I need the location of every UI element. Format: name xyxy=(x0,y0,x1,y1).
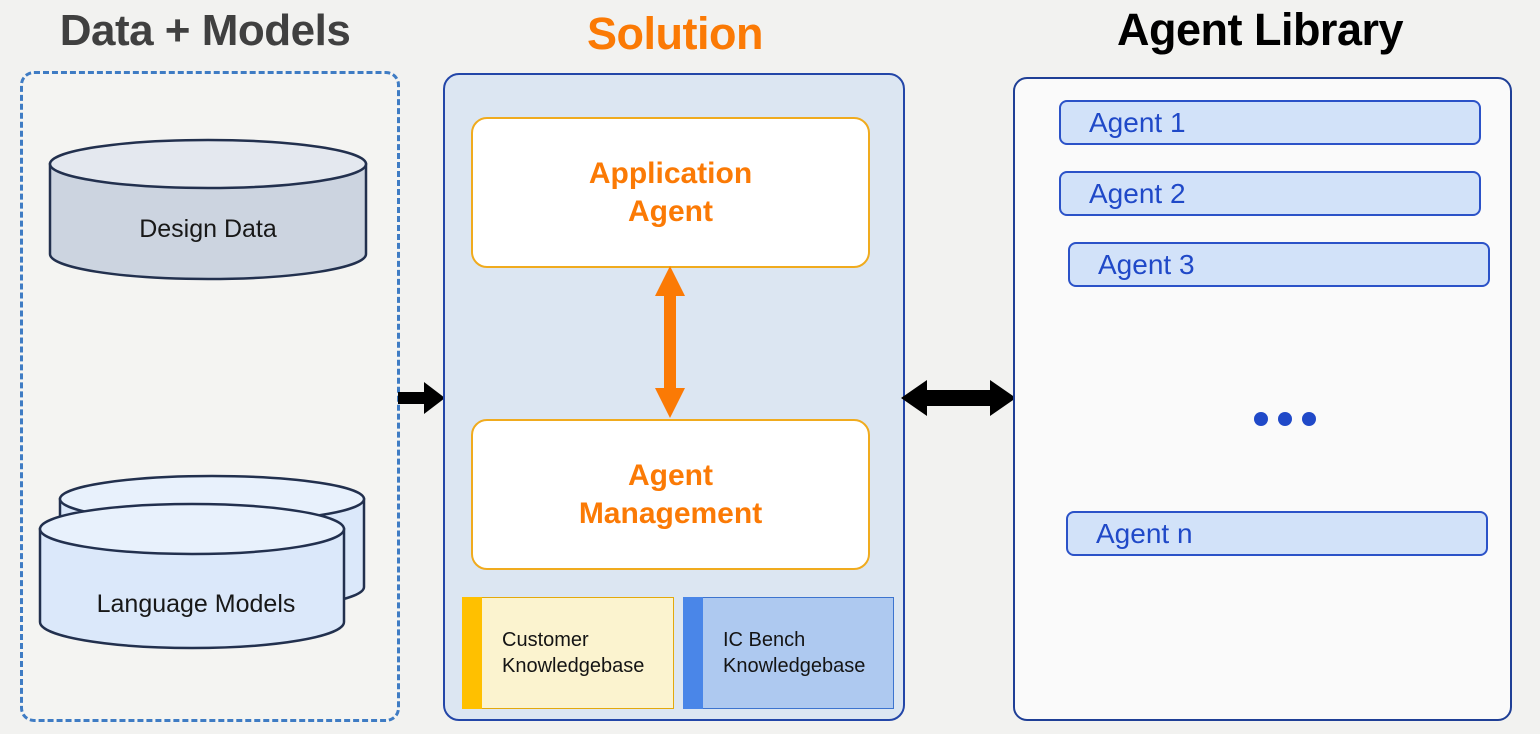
ic-bench-knowledgebase-tile[interactable]: IC Bench Knowledgebase xyxy=(683,597,894,709)
customer-knowledgebase-accent-bar xyxy=(462,597,482,709)
application-agent-label-line2: Agent xyxy=(628,194,713,228)
agent-list-item-n-label: Agent n xyxy=(1096,517,1193,549)
ic-bench-knowledgebase-accent-bar xyxy=(683,597,703,709)
agent-list-item-2-label: Agent 2 xyxy=(1089,177,1186,209)
application-agent-box[interactable]: Application Agent xyxy=(471,117,870,268)
ellipsis-dot-2 xyxy=(1278,412,1292,426)
ic-bench-knowledgebase-body: IC Bench Knowledgebase xyxy=(703,597,894,709)
agent-list-item-n[interactable]: Agent n xyxy=(1066,511,1488,556)
ic-bench-knowledgebase-label: IC Bench Knowledgebase xyxy=(723,627,865,679)
agent-list-item-1[interactable]: Agent 1 xyxy=(1059,100,1481,145)
ic-bench-knowledgebase-label-line2: Knowledgebase xyxy=(723,655,866,677)
agent-list-item-3[interactable]: Agent 3 xyxy=(1068,242,1490,287)
bidirectional-arrow-horizontal-icon xyxy=(901,375,1016,421)
ic-bench-knowledgebase-label-line1: IC Bench xyxy=(723,629,806,651)
agent-list-item-2[interactable]: Agent 2 xyxy=(1059,171,1481,216)
customer-knowledgebase-tile[interactable]: Customer Knowledgebase xyxy=(462,597,674,709)
agent-management-label-line2: Management xyxy=(578,496,763,530)
agent-list-item-3-label: Agent 3 xyxy=(1098,248,1195,280)
column-title-agent-library: Agent Library xyxy=(1116,4,1404,55)
customer-knowledgebase-label: Customer Knowledgebase xyxy=(502,627,644,679)
ellipsis-dot-1 xyxy=(1254,412,1268,426)
agent-list-ellipsis-icon xyxy=(1240,404,1330,434)
customer-knowledgebase-label-line1: Customer xyxy=(502,629,589,651)
agent-management-box[interactable]: Agent Management xyxy=(471,419,870,570)
column-title-data-models: Data + Models xyxy=(59,6,351,55)
ellipsis-dot-3 xyxy=(1302,412,1316,426)
customer-knowledgebase-label-line2: Knowledgebase xyxy=(502,655,645,677)
application-agent-label-line1: Application xyxy=(588,157,753,190)
customer-knowledgebase-body: Customer Knowledgebase xyxy=(482,597,674,709)
column-title-solution: Solution xyxy=(587,8,763,59)
language-models-cylinder: Language Models xyxy=(38,474,378,657)
design-data-cylinder: Design Data xyxy=(48,138,368,281)
agent-management-label-line1: Agent xyxy=(628,459,713,492)
arrow-data-to-solution-icon xyxy=(398,379,446,417)
agent-management-label: Agent Management xyxy=(579,457,762,532)
bidirectional-arrow-vertical-icon xyxy=(652,266,688,418)
application-agent-label: Application Agent xyxy=(589,155,752,230)
agent-list-item-1-label: Agent 1 xyxy=(1089,106,1186,138)
